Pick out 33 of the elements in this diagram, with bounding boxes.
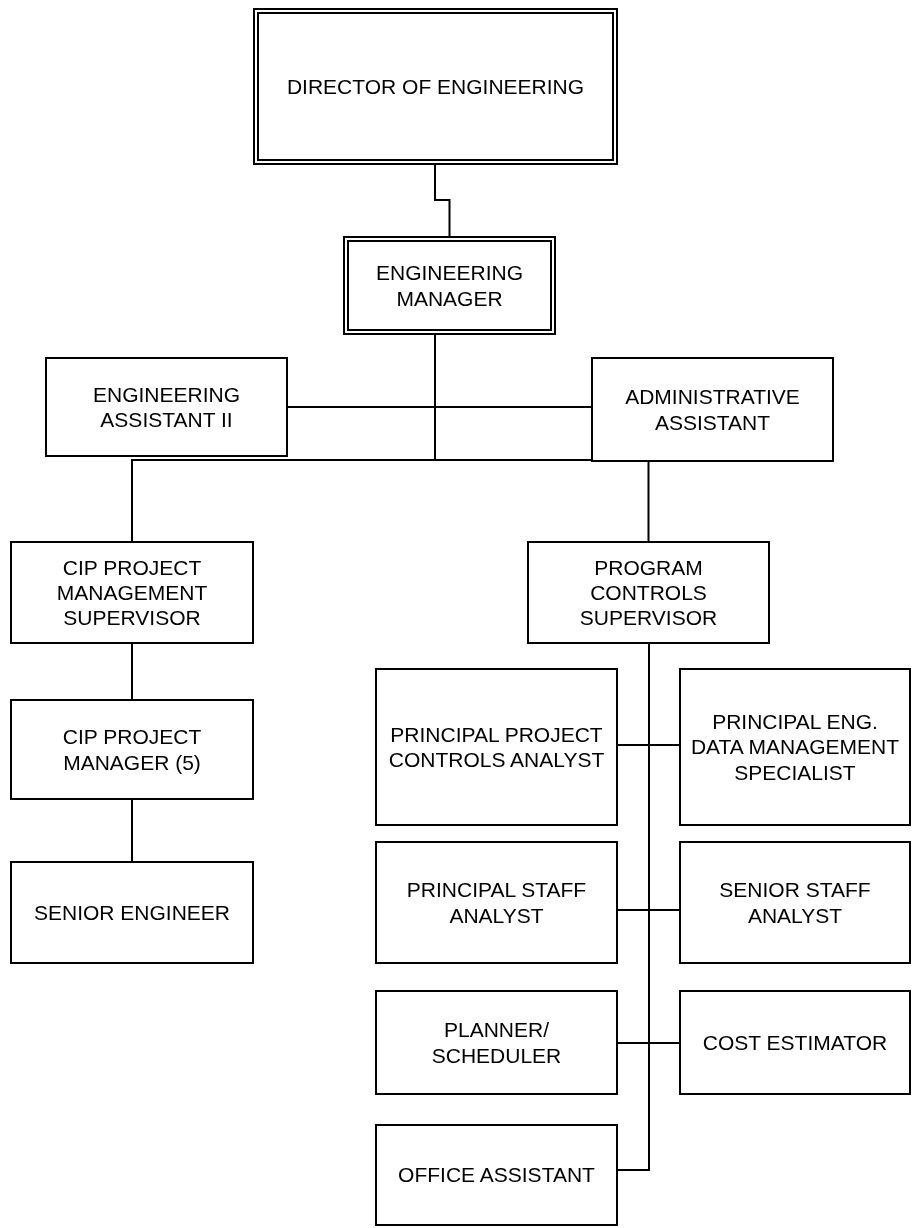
position-title: PRINCIPAL PROJECT CONTROLS ANALYST [387, 721, 606, 773]
connector-line [434, 164, 451, 237]
position-box [375, 1124, 618, 1226]
position-box [10, 699, 254, 800]
position-box [679, 841, 911, 964]
position-title: OFFICE ASSISTANT [398, 1162, 595, 1188]
position-title: ENGINEERING ASSISTANT II [92, 381, 241, 433]
connector-line [131, 643, 133, 700]
position-title: DIRECTOR OF ENGINEERING [286, 73, 585, 100]
position-box [45, 357, 288, 457]
position-box [679, 990, 911, 1095]
position-box [679, 668, 911, 826]
connector-line [131, 799, 133, 862]
position-title: PROGRAM CONTROLS SUPERVISOR [578, 554, 719, 631]
position-title: CIP PROJECT MANAGER (5) [61, 724, 203, 775]
position-box [375, 990, 618, 1095]
position-title: COST ESTIMATOR [702, 1029, 888, 1056]
position-box [375, 841, 618, 964]
position-title: PRINCIPAL STAFF ANALYST [405, 877, 588, 928]
position-title: CIP PROJECT MANAGEMENT SUPERVISOR [55, 554, 209, 631]
position-box [10, 541, 254, 644]
position-title: SENIOR ENGINEER [33, 899, 230, 926]
position-title: ENGINEERING MANAGER [375, 260, 524, 311]
position-title: SENIOR STAFF ANALYST [718, 877, 872, 928]
position-title: PRINCIPAL ENG. DATA MANAGEMENT SPECIALIST [689, 709, 901, 785]
position-title: PLANNER/ SCHEDULER [430, 1017, 563, 1068]
position-box [527, 541, 770, 644]
position-box [10, 861, 254, 964]
position-box [591, 357, 834, 462]
position-title: ADMINISTRATIVE ASSISTANT [624, 384, 801, 435]
position-box [343, 236, 556, 335]
position-box [253, 8, 618, 165]
position-box [375, 668, 618, 826]
